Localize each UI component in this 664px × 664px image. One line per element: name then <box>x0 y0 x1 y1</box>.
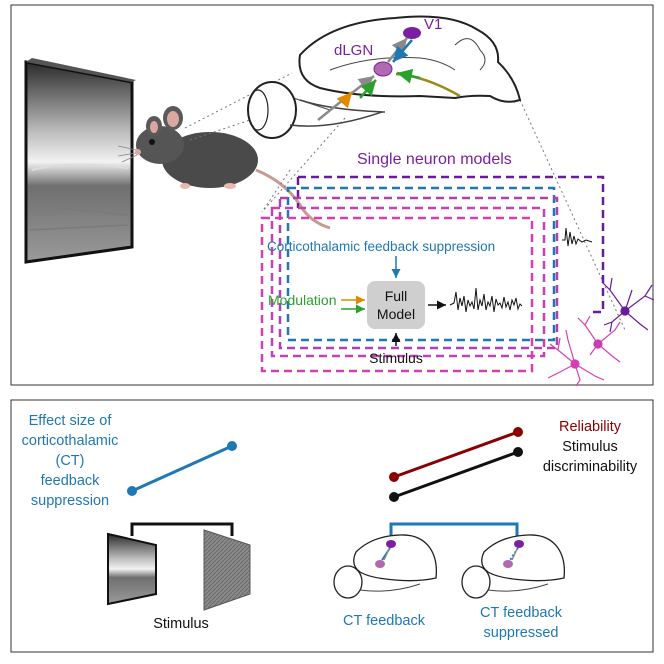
mouse-illustration <box>117 106 331 230</box>
effect-size-point-grating <box>227 441 237 451</box>
discriminability-line <box>393 450 519 499</box>
v1-to-dlgn-arrow <box>392 39 413 63</box>
modulation-orange-arrow <box>336 91 353 109</box>
neuron-magenta <box>547 315 621 387</box>
condition-bracket <box>389 522 519 537</box>
effect-size-line-5: suppression <box>31 493 109 509</box>
effect-size-slope <box>131 444 233 493</box>
ct-suppressed-line-1: CT feedback <box>480 605 563 621</box>
effect-size-label: Effect size of corticothalamic (CT) feed… <box>22 413 119 509</box>
brain-ct-feedback <box>333 534 438 599</box>
nested-model-boxes <box>260 175 605 373</box>
outer-spike-trace <box>562 227 593 247</box>
bottom-panel-frame <box>10 399 654 653</box>
full-model-box <box>367 281 425 329</box>
monitor-screen <box>24 58 136 264</box>
stimulus-natural-icon <box>107 532 157 606</box>
ct-suppressed-line-2: suppressed <box>484 625 559 641</box>
discriminability-line-1: Stimulus <box>562 439 618 455</box>
brainstem-arrow <box>396 68 421 84</box>
full-model-line2: Model <box>377 306 415 322</box>
discriminability-line-2: discriminability <box>543 459 638 475</box>
neuron-purple <box>601 277 655 333</box>
discriminability-point-ct <box>389 492 399 502</box>
model-box-blue <box>286 186 556 342</box>
dlgn-area <box>373 61 393 77</box>
full-model-line1: Full <box>385 288 408 304</box>
dlgn-label: dLGN <box>334 42 373 59</box>
reliability-point-ct <box>389 472 399 482</box>
models-title: Single neuron models <box>357 151 512 168</box>
v1-label: V1 <box>424 16 442 33</box>
v1-area <box>403 27 421 39</box>
stimulus-label-bottom: Stimulus <box>153 616 209 632</box>
model-box-3 <box>270 206 546 358</box>
model-box-outer <box>298 175 605 314</box>
effect-size-point-natural <box>127 486 137 496</box>
effect-size-line-3: (CT) <box>56 453 85 469</box>
stimulus-bracket <box>130 522 234 536</box>
discriminability-point-suppressed <box>513 447 523 457</box>
ct-suppression-label: Corticothalamic feedback suppression <box>267 239 495 254</box>
stimulus-label-top: Stimulus <box>369 350 423 366</box>
stimulus-gray-icon <box>203 529 251 611</box>
effect-size-line-2: corticothalamic <box>22 433 119 449</box>
brain-sagittal <box>247 15 522 139</box>
model-box-inner <box>260 216 534 373</box>
modulation-green-arrow <box>359 79 377 99</box>
effect-size-line-4: feedback <box>41 473 101 489</box>
reliability-label: Reliability <box>559 419 622 435</box>
reliability-line <box>393 430 519 479</box>
response-trace <box>449 287 523 313</box>
modulation-label: Modulation <box>268 292 337 308</box>
brain-ct-suppressed <box>461 534 566 599</box>
ct-feedback-label: CT feedback <box>343 613 426 629</box>
model-box-2 <box>278 196 559 350</box>
reliability-point-suppressed <box>513 427 523 437</box>
effect-size-line-1: Effect size of <box>29 413 113 429</box>
